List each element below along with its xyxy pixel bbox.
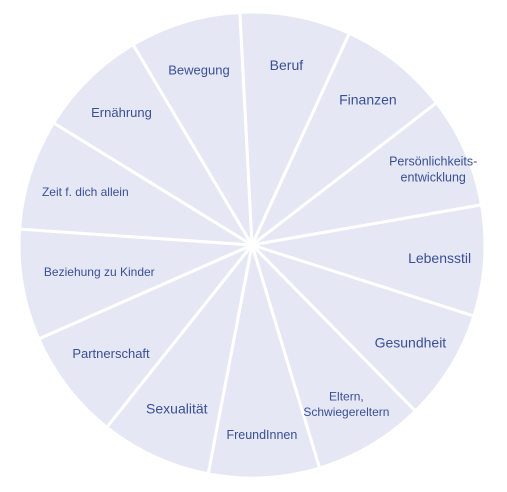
segment-finanzen [250, 31, 439, 247]
label-finanzen: Finanzen [339, 91, 397, 107]
label-line: Sexualität [146, 400, 208, 416]
label-sexualitaet: Sexualität [146, 400, 208, 416]
segment-partnerschaft [37, 243, 254, 429]
segment-ernaehrung [52, 43, 254, 247]
segment-sexualitaet [105, 243, 254, 476]
label-line: Gesundheit [375, 334, 447, 350]
segment-gesundheit [250, 243, 476, 413]
label-line: Ernährung [91, 105, 152, 120]
label-lebensstil: Lebensstil [408, 250, 471, 266]
label-line: Schwiegereltern [303, 405, 389, 419]
label-beruf: Beruf [270, 57, 304, 73]
label-line: Eltern, [329, 390, 364, 404]
segment-zeit-f-dich-allein [18, 121, 254, 247]
label-line: entwicklung [401, 171, 466, 185]
label-line: FreundInnen [226, 428, 297, 442]
label-line: Persönlichkeits- [389, 154, 477, 168]
label-eltern-schwiegereltern: Eltern,Schwiegereltern [303, 390, 389, 420]
segments-layer [17, 10, 487, 480]
label-line: Lebensstil [408, 250, 471, 266]
label-line: Finanzen [339, 91, 397, 107]
label-gesundheit: Gesundheit [375, 334, 447, 350]
segment-bewegung [131, 10, 254, 247]
segment-freundinnen [206, 243, 322, 480]
segment-beruf [238, 10, 351, 247]
segment-lebensstil [250, 203, 487, 318]
label-bewegung: Bewegung [168, 62, 229, 77]
label-line: Partnerschaft [72, 346, 150, 361]
label-zeit-f-dich-allein: Zeit f. dich allein [42, 185, 129, 199]
segment-beziehung-zu-kinder [17, 227, 254, 341]
segment-persoenlichkeits-entwicklung [250, 101, 484, 247]
labels-layer: BerufFinanzenPersönlichkeits-entwicklung… [42, 57, 477, 442]
label-partnerschaft: Partnerschaft [72, 346, 150, 361]
label-line: Beziehung zu Kinder [44, 265, 155, 279]
label-line: Zeit f. dich allein [42, 185, 129, 199]
segment-eltern-schwiegereltern [250, 243, 417, 470]
label-beziehung-zu-kinder: Beziehung zu Kinder [44, 265, 155, 279]
label-ernaehrung: Ernährung [91, 105, 152, 120]
label-line: Bewegung [168, 62, 229, 77]
label-line: Beruf [270, 57, 304, 73]
label-persoenlichkeits-entwicklung: Persönlichkeits-entwicklung [389, 154, 477, 184]
label-freundinnen: FreundInnen [226, 428, 297, 442]
